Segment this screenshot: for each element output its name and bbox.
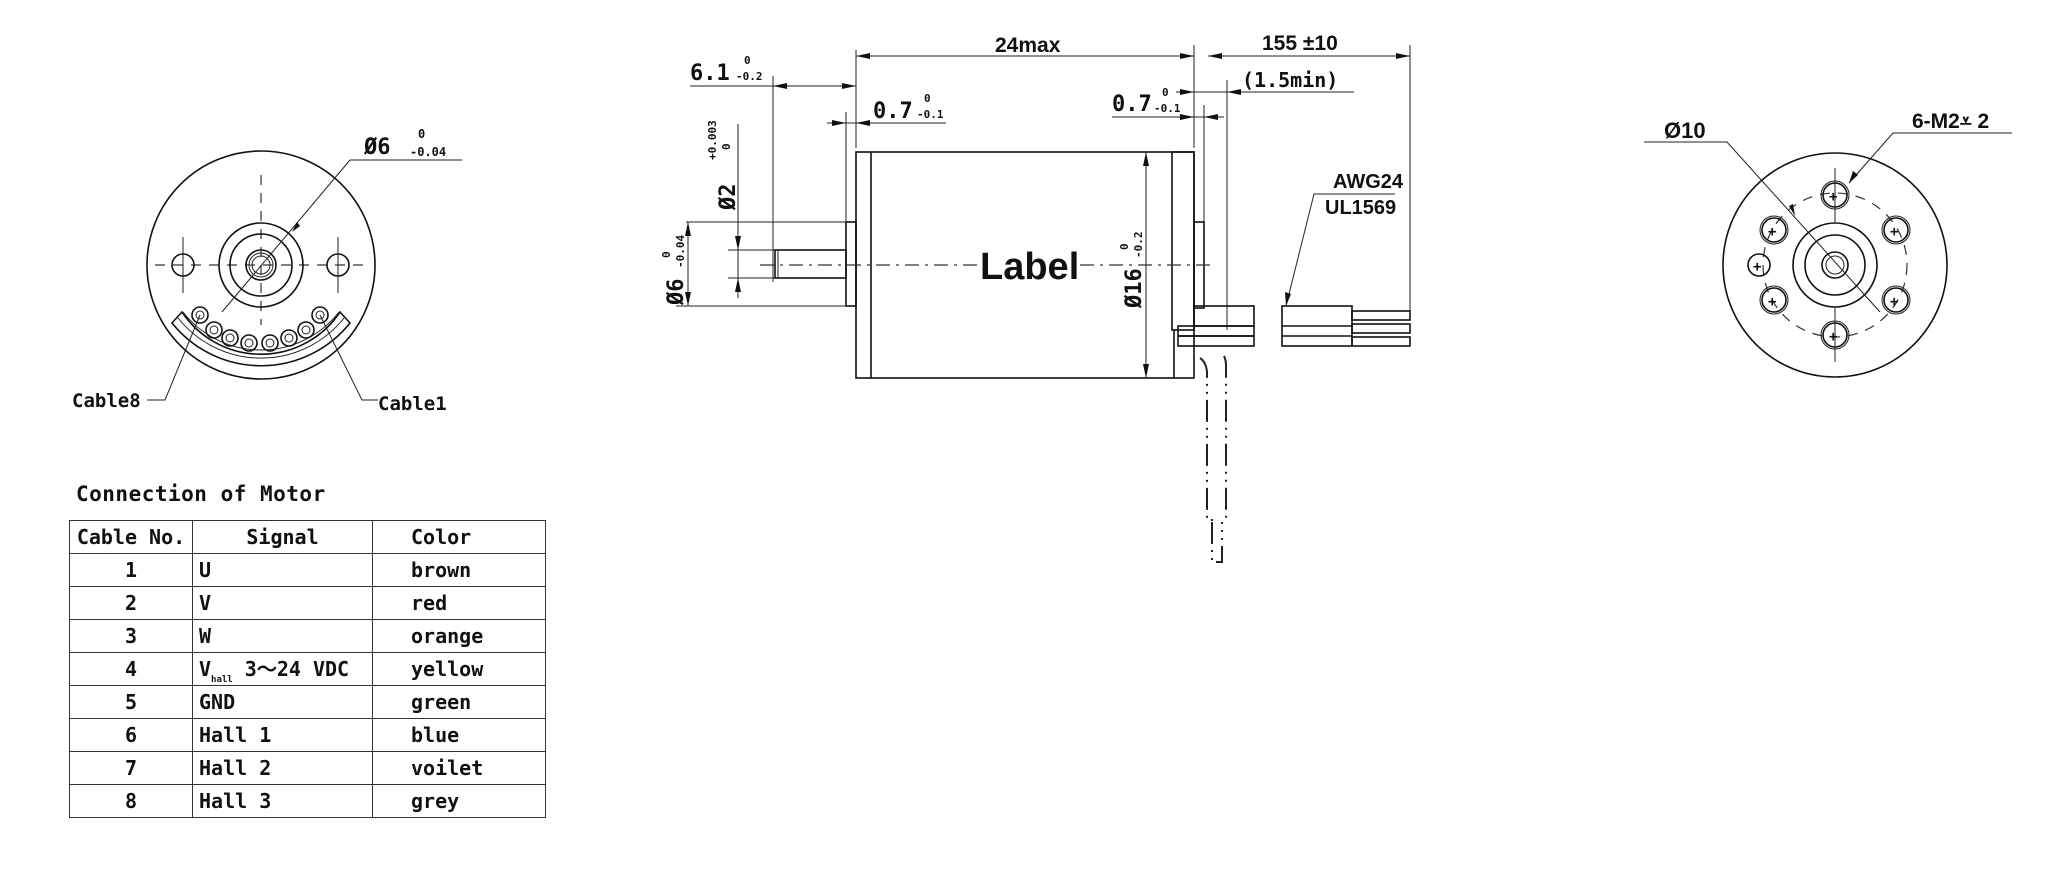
header-cable-no: Cable No. (69, 520, 193, 554)
svg-text:+0.003: +0.003 (706, 120, 719, 160)
svg-text:+: + (1829, 329, 1837, 345)
svg-text:-0.04: -0.04 (674, 235, 687, 268)
cell-no: 1 (69, 553, 193, 587)
svg-text:+: + (1768, 224, 1776, 240)
mounting-holes: + + + + + + + (1747, 180, 1911, 350)
table-row: 1 U brown (69, 553, 546, 587)
cell-color: blue (372, 718, 546, 752)
cable1-label: Cable1 (378, 393, 447, 415)
cell-color: grey (372, 784, 546, 818)
header-signal: Signal (192, 520, 373, 554)
svg-text:-0.2: -0.2 (736, 70, 763, 83)
boss-dia-dim-label: Ø6 (664, 279, 689, 307)
table-row: 8 Hall 3 grey (69, 784, 546, 818)
svg-text:+: + (1753, 259, 1761, 275)
rear-view: + + + + + + + Ø10 6-M2⩡ 2 (1644, 110, 2012, 378)
front-view: Ø6 0 -0.04 Cable8 Cable1 (72, 127, 462, 415)
cell-color: brown (372, 553, 546, 587)
svg-text:0: 0 (660, 251, 673, 258)
svg-text:0: 0 (1162, 86, 1169, 99)
cell-signal: W (192, 619, 373, 653)
side-view: Label 24max 155 ±10 (1.5min) 0.7 0 -0.1 (660, 32, 1411, 563)
shaft-length-dim-label: 6.1 (690, 61, 730, 86)
svg-text:-0.1: -0.1 (1154, 102, 1181, 115)
cell-signal: Vhall 3～24 VDC (192, 652, 373, 686)
cell-no: 5 (69, 685, 193, 719)
table-row: 4 Vhall 3～24 VDC yellow (69, 652, 546, 686)
svg-text:0: 0 (744, 54, 751, 67)
wire-spec-awg: AWG24 (1333, 171, 1404, 193)
rear-dia-label: Ø10 (1664, 118, 1706, 143)
cell-signal: Hall 3 (192, 784, 373, 818)
cable-circles (191, 306, 329, 352)
svg-text:0: 0 (1118, 243, 1131, 250)
cell-color: green (372, 685, 546, 719)
cell-color: orange (372, 619, 546, 653)
cell-no: 4 (69, 652, 193, 686)
svg-text:-0.04: -0.04 (410, 145, 446, 159)
table-row: 6 Hall 1 blue (69, 718, 546, 752)
flange-right-dim-label: 0.7 (1112, 92, 1152, 117)
cell-color: yellow (372, 652, 546, 686)
cell-signal: GND (192, 685, 373, 719)
cable8-label: Cable8 (72, 390, 141, 412)
connection-table: Cable No. Signal Color 1 U brown 2 V red… (69, 520, 546, 818)
cell-color: red (372, 586, 546, 620)
thread-spec-label: 6-M2⩡ 2 (1912, 110, 1989, 133)
svg-text:+: + (1890, 224, 1898, 240)
cell-no: 6 (69, 718, 193, 752)
header-color: Color (372, 520, 546, 554)
table-row: 5 GND green (69, 685, 546, 719)
svg-text:0: 0 (924, 92, 931, 105)
lead-length-label: 155 ±10 (1262, 32, 1338, 55)
cell-no: 2 (69, 586, 193, 620)
cell-signal: Hall 2 (192, 751, 373, 785)
length-dim-label: 24max (995, 34, 1061, 57)
lead-wires (1177, 305, 1411, 563)
cell-signal: V (192, 586, 373, 620)
cell-signal: Hall 1 (192, 718, 373, 752)
signal-subscript: hall (211, 675, 233, 685)
cell-no: 7 (69, 751, 193, 785)
cell-no: 3 (69, 619, 193, 653)
svg-text:+: + (1829, 189, 1837, 205)
table-row: 2 V red (69, 586, 546, 620)
body-label-text: Label (980, 246, 1079, 288)
svg-text:+: + (1890, 294, 1898, 310)
svg-text:-0.2: -0.2 (1132, 232, 1145, 259)
table-row: 7 Hall 2 voilet (69, 751, 546, 785)
connection-table-title: Connection of Motor (76, 482, 326, 506)
table-header-row: Cable No. Signal Color (69, 520, 546, 554)
svg-text:-0.1: -0.1 (917, 108, 944, 121)
svg-text:0: 0 (720, 143, 733, 150)
wire-spec-ul: UL1569 (1325, 197, 1396, 219)
cell-color: voilet (372, 751, 546, 785)
cell-no: 8 (69, 784, 193, 818)
flange-left-dim-label: 0.7 (873, 99, 913, 124)
cell-signal: U (192, 553, 373, 587)
svg-text:+: + (1768, 294, 1776, 310)
shaft-dia-dim-label: Ø2 (716, 184, 741, 212)
min-dim-label: (1.5min) (1242, 68, 1338, 92)
front-shaft-dia-label: Ø6 (363, 135, 391, 160)
svg-text:0: 0 (418, 127, 425, 141)
table-row: 3 W orange (69, 619, 546, 653)
body-dia-dim-label: Ø16 (1122, 268, 1147, 309)
